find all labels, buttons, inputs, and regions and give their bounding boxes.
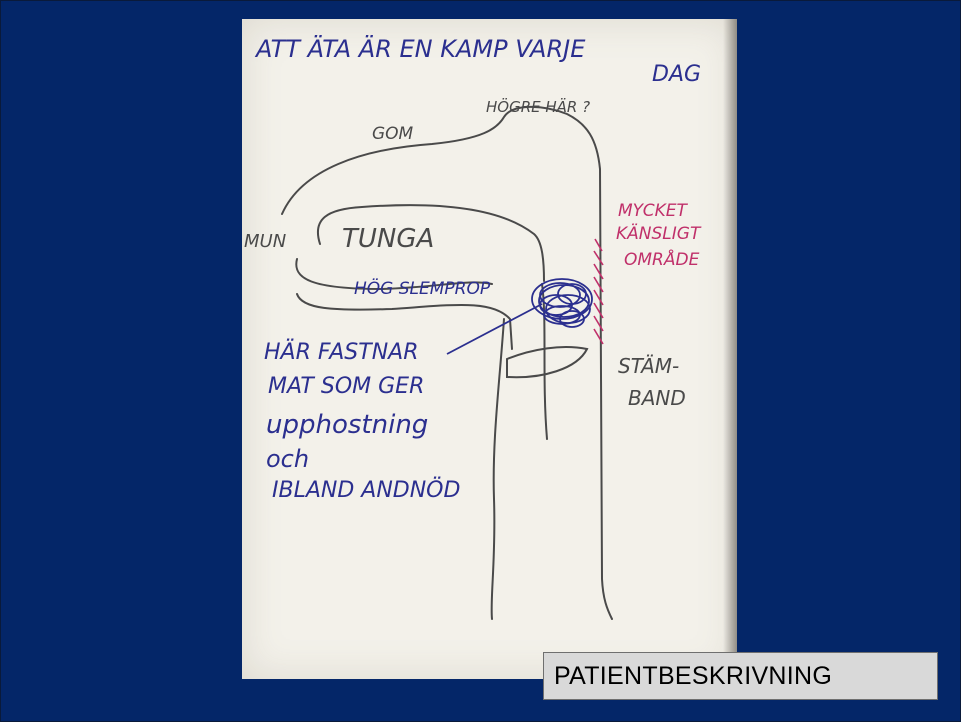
label-stamband-2: BAND xyxy=(628,386,686,410)
drawing-title-line1: ATT ÄTA ÄR EN KAMP VARJE xyxy=(254,34,586,63)
sensitive-area-hatching xyxy=(594,239,603,344)
note-line5: IBLAND ANDNÖD xyxy=(272,477,460,503)
label-gom: GOM xyxy=(372,124,414,144)
note-line3: upphostning xyxy=(266,410,428,440)
label-mun: MUN xyxy=(244,231,286,252)
note-line2: MAT SOM GER xyxy=(268,374,424,399)
label-omrade: OMRÅDE xyxy=(624,248,700,270)
label-hogre-har: HÖGRE HÄR ? xyxy=(486,97,590,116)
label-kansligt: KÄNSLIGT xyxy=(616,223,702,244)
note-line4: och xyxy=(266,445,309,473)
photo-edge-shadow xyxy=(723,19,737,679)
drawing-title-line2: DAG xyxy=(652,62,701,87)
caption-text: PATIENTBESKRIVNING xyxy=(554,662,832,691)
drawing-canvas: ATT ÄTA ÄR EN KAMP VARJE DAG HÖGRE HÄR ?… xyxy=(242,19,737,679)
label-hog-slemprop: HÖG SLEMPROP xyxy=(354,277,491,299)
caption-box: PATIENTBESKRIVNING xyxy=(543,652,938,700)
label-stamband-1: STÄM- xyxy=(618,354,679,378)
note-line1: HÄR FASTNAR xyxy=(264,339,418,365)
label-mycket: MYCKET xyxy=(618,201,689,221)
hand-drawn-throat-diagram-photo: ATT ÄTA ÄR EN KAMP VARJE DAG HÖGRE HÄR ?… xyxy=(242,19,737,679)
label-tunga: TUNGA xyxy=(342,224,434,254)
